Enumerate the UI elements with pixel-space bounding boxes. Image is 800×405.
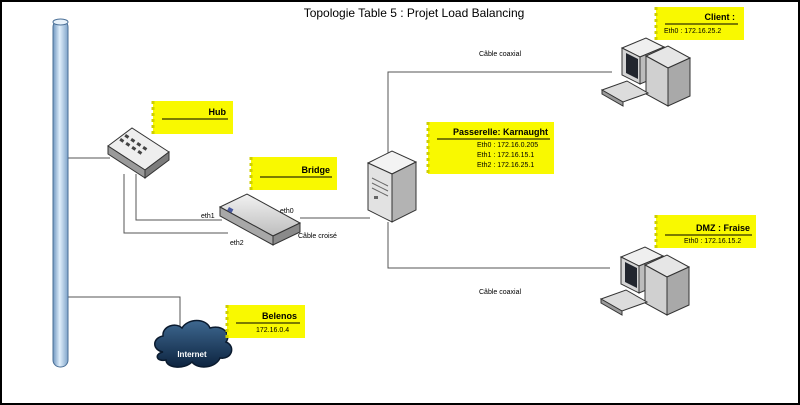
dmz-eth0: Eth0 : 172.16.15.2 — [684, 238, 741, 245]
crossover-cable-label: Câble croisé — [298, 233, 337, 240]
hub-icon — [107, 127, 170, 179]
hub-note: Hub — [151, 101, 233, 134]
client-eth0: Eth0 : 172.16.25.2 — [664, 28, 721, 35]
connection-lines — [67, 71, 612, 336]
bridge-note: Bridge — [249, 157, 337, 190]
bridge-title: Bridge — [301, 165, 330, 175]
hub-bridge-eth1-link — [135, 174, 222, 221]
bridge-eth1-label: eth1 — [201, 213, 215, 220]
internet-label: Internet — [177, 350, 207, 359]
backbone-internet-link — [67, 296, 181, 336]
gateway-client-link — [387, 71, 612, 153]
server-icon — [366, 150, 418, 223]
client-title: Client : — [705, 12, 736, 22]
client-note: Client : Eth0 : 172.16.25.2 — [654, 7, 744, 40]
bridge-eth0-label: eth0 — [280, 208, 294, 215]
belenos-title: Belenos — [262, 311, 297, 321]
belenos-ip: 172.16.0.4 — [256, 327, 289, 334]
bridge-eth2-label: eth2 — [230, 240, 244, 247]
dmz-note: DMZ : Fraise Eth0 : 172.16.15.2 — [654, 215, 756, 248]
gateway-title: Passerelle: Karnaught — [453, 127, 548, 137]
hub-title: Hub — [209, 107, 227, 117]
workstation-icon — [599, 246, 691, 316]
coax-cable-top-label: Câble coaxial — [479, 51, 521, 58]
gateway-eth0: Eth0 : 172.16.0.205 — [477, 142, 538, 149]
gateway-eth2: Eth2 : 172.16.25.1 — [477, 162, 534, 169]
cloud-icon — [154, 319, 233, 368]
dmz-title: DMZ : Fraise — [696, 223, 750, 233]
bridge-icon — [218, 193, 302, 246]
gateway-eth1: Eth1 : 172.16.15.1 — [477, 152, 534, 159]
coax-cable-bottom-label: Câble coaxial — [479, 289, 521, 296]
hub-bridge-eth2-link — [123, 174, 228, 234]
gateway-dmz-link — [387, 222, 610, 269]
gateway-note: Passerelle: Karnaught Eth0 : 172.16.0.20… — [426, 122, 554, 174]
workstation-icon — [600, 37, 692, 107]
diagram-title: Topologie Table 5 : Projet Load Balancin… — [304, 6, 525, 20]
belenos-note: Belenos 172.16.0.4 — [225, 305, 305, 338]
backbone-pipe — [52, 18, 69, 368]
